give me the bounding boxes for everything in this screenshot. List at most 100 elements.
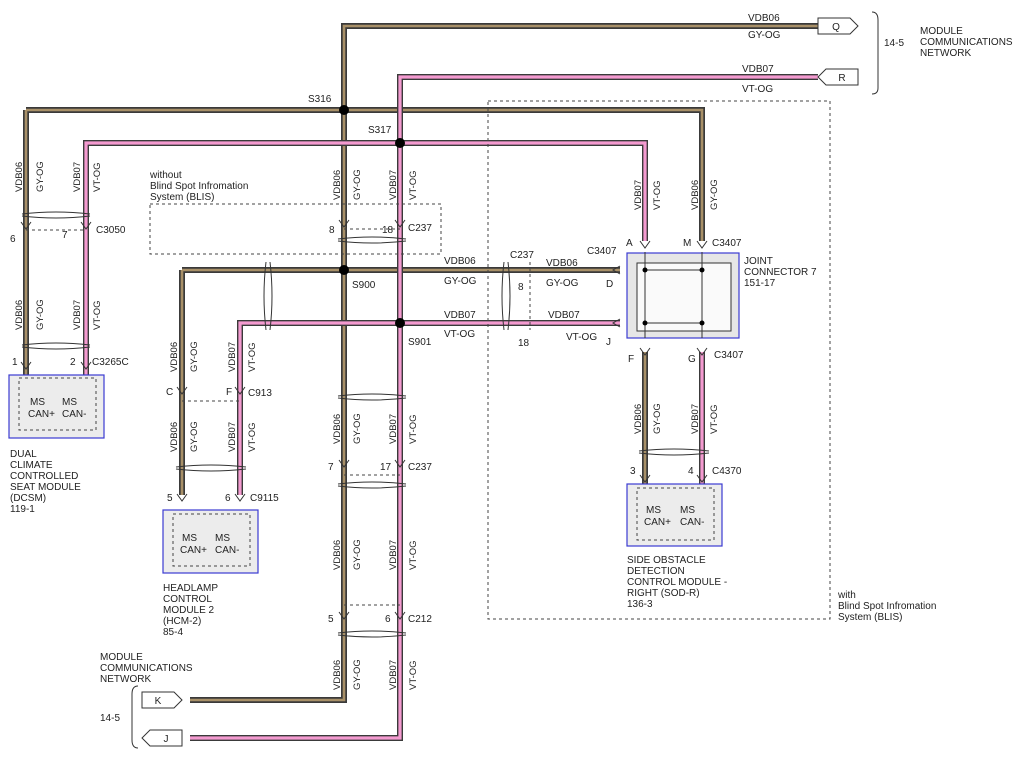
center-mid-vdb07: VDB07 — [388, 414, 399, 444]
module-hcm[interactable]: MS CAN+ MS CAN- — [162, 509, 259, 574]
hcm-twist-marker — [263, 261, 273, 331]
sod-ms-2: MS — [680, 505, 695, 516]
wire-labels-sod-upper: VDB06 GY-OG VDB07 VT-OG — [633, 403, 720, 434]
c3265c-pin-1: 1 — [12, 357, 18, 368]
dcsm-name: DUAL CLIMATE CONTROLLED SEAT MODULE (DCS… — [10, 449, 81, 515]
c237-lower-pin-17: 17 — [380, 462, 392, 473]
bottom-page-ref[interactable]: 14-5 — [100, 713, 120, 724]
sod-upper-vtog: VT-OG — [709, 404, 720, 434]
c237-upper-pin-8: 8 — [329, 225, 335, 236]
hcm-upper-vdb06: VDB06 — [169, 342, 180, 372]
dcsm-name-5: (DCSM) — [10, 493, 46, 504]
c3265c-pin-2: 2 — [70, 357, 76, 368]
wire-labels-center-upper: VDB06 GY-OG VDB07 VT-OG — [332, 169, 419, 200]
c3265c-pins — [20, 361, 92, 370]
c3050-pin-7: 7 — [62, 230, 68, 241]
without-blis-label-1: without — [149, 170, 182, 181]
splice-s316-label: S316 — [308, 94, 332, 105]
hcm-lower-vdb06: VDB06 — [169, 422, 180, 452]
hcm-upper-vtog: VT-OG — [247, 342, 258, 372]
joint-pin-g: G — [688, 354, 696, 365]
c212-label: C212 — [408, 614, 432, 625]
c237-upper-pins — [338, 219, 406, 228]
without-blis-label-2: Blind Spot Infromation — [150, 181, 248, 192]
connector-j[interactable]: J — [141, 729, 183, 747]
center-upper-vtog: VT-OG — [408, 170, 419, 200]
c9115-pin-6: 6 — [225, 493, 231, 504]
connector-k[interactable]: K — [141, 691, 183, 709]
dcsm-upper-gyog: GY-OG — [35, 161, 46, 192]
center-upper-vdb06: VDB06 — [332, 170, 343, 200]
joint-upper-vdb07: VDB07 — [633, 180, 644, 210]
without-blis-box — [149, 203, 442, 255]
sod-name-5[interactable]: 136-3 — [627, 599, 653, 610]
c913-pin-f: F — [226, 387, 232, 398]
c237-upper-shield — [337, 236, 407, 244]
joint-pin-d: D — [606, 279, 613, 290]
splice-s901-dot — [395, 318, 405, 328]
center-lower-vdb06: VDB06 — [332, 540, 343, 570]
top-vdb07-label: VDB07 — [742, 64, 774, 75]
blis-vdb07-label: VDB07 — [548, 310, 580, 321]
splice-s317-label: S317 — [368, 125, 392, 136]
hcm-name-5[interactable]: 85-4 — [163, 627, 183, 638]
module-sod-r[interactable]: MS CAN+ MS CAN- — [626, 483, 723, 547]
center-mid-vtog: VT-OG — [408, 414, 419, 444]
center-upper-gyog: GY-OG — [352, 169, 363, 200]
wire-labels-hcm-lower: VDB06 GY-OG VDB07 VT-OG — [169, 421, 258, 452]
dcsm-upper-vdb06: VDB06 — [14, 162, 25, 192]
wire-labels-center-lower: VDB06 GY-OG VDB07 VT-OG — [332, 539, 419, 570]
wire-labels-center-bottom: VDB06 GY-OG VDB07 VT-OG — [332, 659, 419, 690]
sod-ms-1: MS — [646, 505, 661, 516]
splice-s316-dot — [339, 105, 349, 115]
joint-pin-m: M — [683, 238, 691, 249]
with-blis-label-2: Blind Spot Infromation — [838, 601, 936, 612]
blis-vtog-label: VT-OG — [566, 332, 597, 343]
center-lower-vtog: VT-OG — [408, 540, 419, 570]
dcsm-upper-vtog: VT-OG — [92, 162, 103, 192]
c4370-pin-4: 4 — [688, 466, 694, 477]
wire-labels-joint-upper: VDB07 VT-OG VDB06 GY-OG — [633, 179, 720, 210]
top-page-ref[interactable]: 14-5 — [884, 38, 904, 49]
hcm-lower-gyog: GY-OG — [189, 421, 200, 452]
c3407-top-pins — [639, 240, 708, 249]
module-dcsm[interactable]: MS CAN+ MS CAN- — [8, 374, 105, 439]
sod-name-1: SIDE OBSTACLE — [627, 555, 706, 566]
bottom-network-label-3: NETWORK — [100, 674, 151, 685]
wire-labels-dcsm-upper: VDB06 GY-OG VDB07 VT-OG — [14, 161, 103, 192]
c3050-pin-6: 6 — [10, 234, 16, 245]
joint-name-3[interactable]: 151-17 — [744, 278, 776, 289]
dcsm-name-6[interactable]: 119-1 — [10, 504, 35, 515]
top-network-label-3: NETWORK — [920, 48, 971, 59]
c4370-pins — [639, 474, 708, 483]
wire-labels-hcm-upper: VDB06 GY-OG VDB07 VT-OG — [169, 341, 258, 372]
bottom-network-label-1: MODULE — [100, 652, 143, 663]
top-vtog-label: VT-OG — [742, 84, 773, 95]
connector-j-label: J — [164, 734, 169, 745]
hcm-ms-2: MS — [215, 533, 230, 544]
c3050-shield — [21, 211, 91, 219]
sod-can-minus: CAN- — [680, 517, 704, 528]
dcsm-ms-2: MS — [62, 397, 77, 408]
c4370-label: C4370 — [712, 466, 742, 477]
hcm-name-1: HEADLAMP — [163, 583, 218, 594]
s901-vdb07-label: VDB07 — [444, 310, 476, 321]
s901-vtog-label: VT-OG — [444, 329, 475, 340]
c212-pin-6: 6 — [385, 614, 391, 625]
c237-lower-pin-7: 7 — [328, 462, 334, 473]
connector-q[interactable]: Q — [817, 17, 859, 35]
c3407-side-label: C3407 — [587, 246, 617, 257]
hcm-upper-gyog: GY-OG — [189, 341, 200, 372]
hcm-name-3: MODULE 2 — [163, 605, 215, 616]
top-gyog-label: GY-OG — [748, 30, 781, 41]
c237-blis-pin-18: 18 — [518, 338, 530, 349]
joint-pin-f: F — [628, 354, 634, 365]
c237-upper-label: C237 — [408, 223, 432, 234]
c9115-pin-5: 5 — [167, 493, 173, 504]
splice-s317-dot — [395, 138, 405, 148]
wire-labels-dcsm-lower: VDB06 GY-OG VDB07 VT-OG — [14, 299, 103, 330]
connector-r[interactable]: R — [817, 68, 859, 86]
hcm-upper-vdb07: VDB07 — [227, 342, 238, 372]
joint-connector-7[interactable] — [626, 252, 740, 339]
c9115-pins — [176, 493, 246, 502]
